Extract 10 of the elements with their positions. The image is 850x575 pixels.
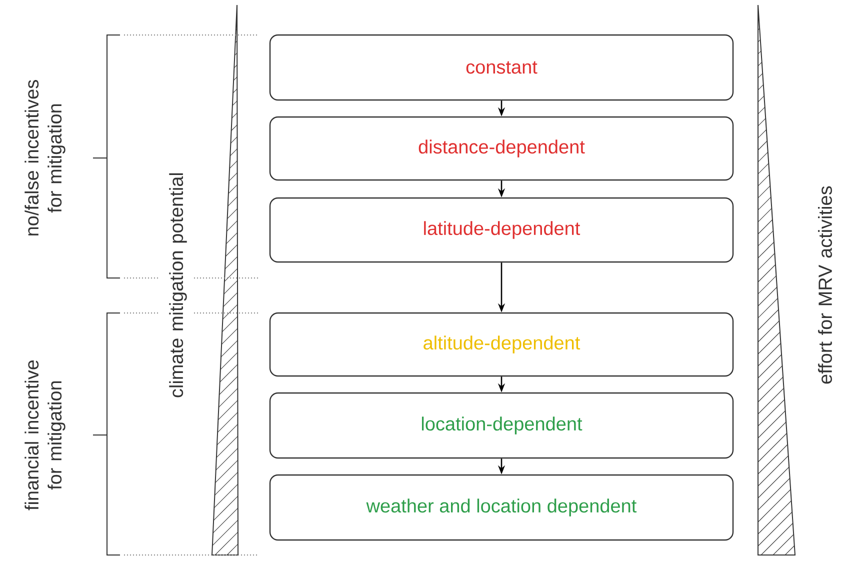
side-label: climate mitigation potential — [169, 173, 187, 398]
process-box: location-dependent — [269, 392, 734, 459]
side-label: effort for MRV activities — [818, 186, 832, 384]
process-box: constant — [269, 34, 734, 101]
process-box: weather and location dependent — [269, 474, 734, 541]
process-box: altitude-dependent — [269, 312, 734, 377]
process-box: distance-dependent — [269, 116, 734, 181]
side-label: no/false incentives for mitigation — [24, 80, 66, 236]
side-label: financial incentive for mitigation — [24, 360, 66, 510]
process-box: latitude-dependent — [269, 197, 734, 263]
